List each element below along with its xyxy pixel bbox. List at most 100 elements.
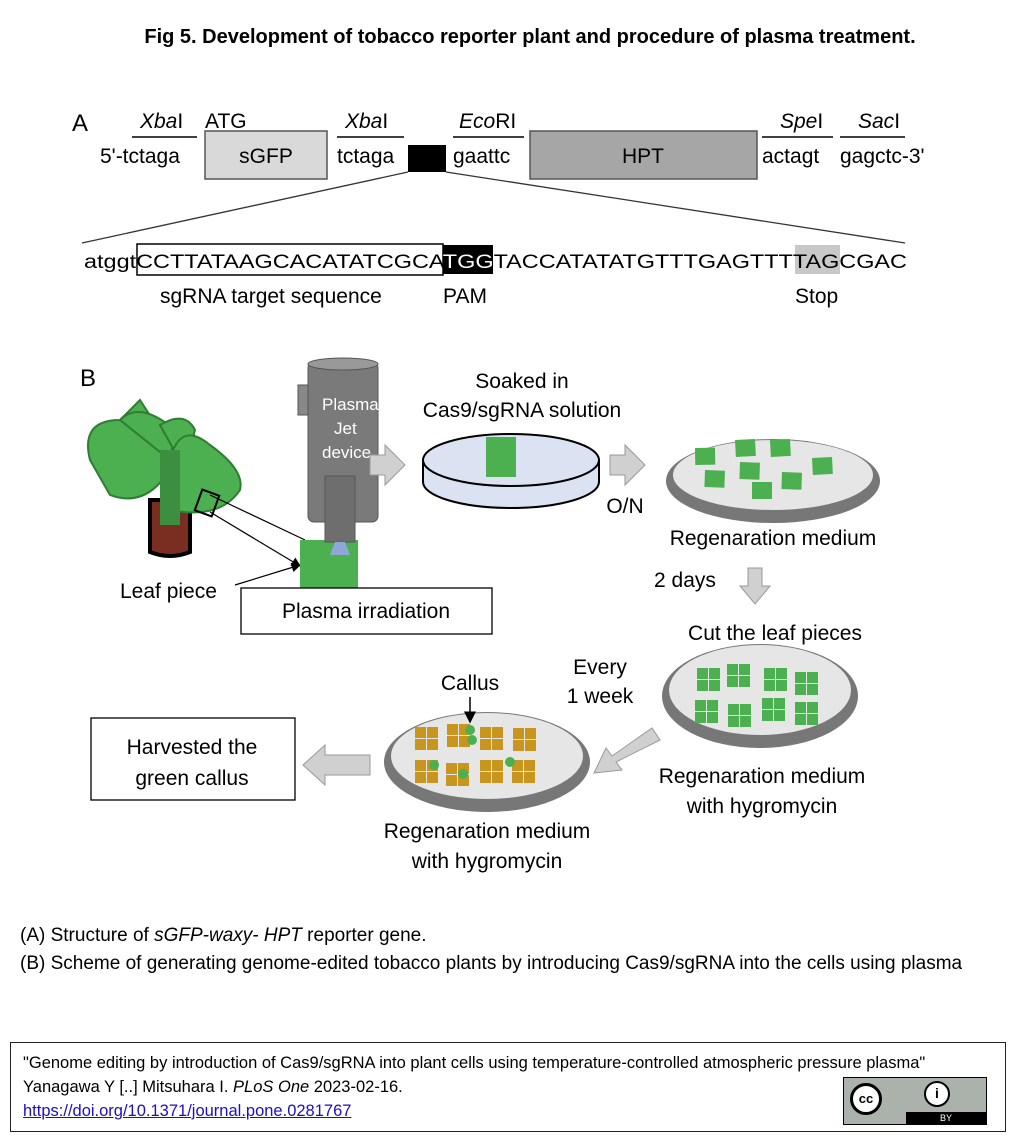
cut-leaf-piece [727,676,738,687]
cut-leaf-piece [795,702,806,713]
panel-b-label: B [80,365,96,392]
callus-piece [427,739,438,750]
week-label: 1 week [567,685,634,708]
callus-piece [524,760,535,771]
arrow-down-icon [738,567,772,605]
green-callus [458,769,468,779]
svg-text:SacI: SacI [858,110,900,133]
harvest-box [90,717,296,801]
every-label: Every [573,656,627,679]
cut-leaf-piece [795,672,806,683]
panel-b: B Leaf piece Plasma Jet device Pl [80,357,880,873]
waxy-insert-box [408,145,446,172]
svg-text:gagctc-3': gagctc-3' [840,145,925,168]
citation-date: 2023-02-16. [309,1078,403,1096]
leaf-piece [770,438,791,457]
leaf-piece [781,472,802,490]
callus-piece [415,772,426,783]
svg-text:device: device [322,443,371,462]
cut-leaf-piece [739,676,750,687]
regen-hyg-right-line1: Regenaration medium [659,765,866,788]
callus-piece [458,775,469,786]
cc-by-license-badge[interactable]: cc i BY [843,1077,987,1125]
cut-leaf-piece [764,668,775,679]
stop-label: Stop [795,285,838,308]
callus-piece [446,775,457,786]
hpt-box [529,130,758,180]
callus-piece [415,727,426,738]
green-callus [505,757,515,767]
harvest-line1: Harvested the [127,736,258,759]
callus-piece [492,772,503,783]
callus-piece [415,739,426,750]
arrow-left-icon [302,743,371,787]
regen-hyg-right-line2: with hygromycin [686,795,838,818]
callus-piece [492,760,503,771]
target-label: sgRNA target sequence [160,285,382,308]
green-callus [467,735,477,745]
soak-dish-icon [422,433,600,509]
doi-link[interactable]: https://doi.org/10.1371/journal.pone.028… [23,1102,352,1120]
cut-leaf-piece [728,704,739,715]
leaf-piece [695,447,716,465]
cut-leaf-piece [709,668,720,679]
green-callus [429,760,439,770]
stop-highlight [795,245,840,274]
cut-leaf-piece [807,702,818,713]
site-ecori: EcoRI gaattc [453,110,524,168]
callus-piece [480,739,491,750]
cut-leaf-piece [807,672,818,683]
leaf-piece [735,438,756,457]
soaked-label-line1: Soaked in [475,370,568,393]
plasma-irradiation-box [240,587,493,635]
cc-icon: cc [850,1083,882,1115]
caption-a: (A) Structure of sGFP-waxy- HPT reporter… [20,925,427,946]
cut-leaf-piece [697,668,708,679]
site-xbai-1: XbaI 5'-tctaga [100,110,197,168]
panel-a-label: A [72,110,88,137]
green-callus [465,725,475,735]
leaf-piece [811,456,833,475]
leaf-piece [704,470,725,488]
arrow-right-icon [369,443,406,487]
svg-text:XbaI: XbaI [139,110,183,133]
site-saci: SacI gagctc-3' [840,110,925,168]
callus-piece [513,740,524,751]
plasma-irradiation-label: Plasma irradiation [282,600,450,623]
cut-leaf-piece [795,684,806,695]
regeneration-medium-label: Regenaration medium [670,527,877,550]
cut-leaf-piece [707,700,718,711]
regen-hyg-left-line2: with hygromycin [411,850,563,873]
arrow-right-icon [609,443,646,487]
callus-piece [480,772,491,783]
callus-piece [480,727,491,738]
cut-leaf-piece [807,684,818,695]
svg-text:tctaga: tctaga [337,145,395,168]
cut-leaf-piece [762,698,773,709]
svg-text:SpeI: SpeI [780,110,823,133]
callus-piece [427,772,438,783]
callus-piece [513,728,524,739]
cut-leaf-piece [739,664,750,675]
cut-leaf-label: Cut the leaf pieces [688,622,862,645]
pam-label: PAM [443,285,487,308]
callus-piece [492,727,503,738]
cut-leaf-piece [762,710,773,721]
callus-piece [524,772,535,783]
regen-hyg-left-line1: Regenaration medium [384,820,591,843]
license-label: BY [906,1112,986,1124]
leaf-piece-label: Leaf piece [120,580,217,603]
site-xbai-2: XbaI tctaga [337,110,404,168]
callus-piece [480,760,491,771]
cut-leaf-piece [795,714,806,725]
citation-text: "Genome editing by introduction of Cas9/… [23,1054,926,1096]
arrow-down-left-icon [593,727,661,774]
cut-leaf-piece [764,680,775,691]
callus-piece [512,760,523,771]
tobacco-plant-icon [87,398,242,558]
soaked-label-line2: Cas9/sgRNA solution [423,399,621,422]
atg-label: ATG [205,110,247,133]
callus-label: Callus [441,672,499,695]
